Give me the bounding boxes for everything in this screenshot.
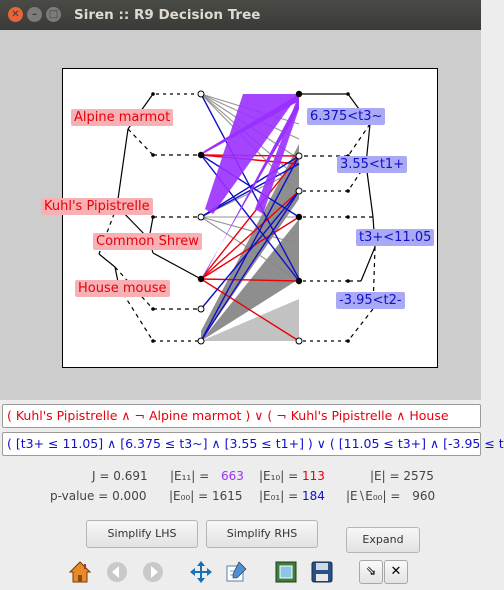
window-title: Siren :: R9 Decision Tree [74,7,261,23]
window-minimize-button[interactable]: – [27,7,42,22]
rhs-label-t2-minus[interactable]: -3.95<t2- [336,292,405,309]
e01-stat: |E₀₁| = 184 [259,489,325,503]
rhs-label-t3-plus[interactable]: t3+<11.05 [356,229,435,246]
rhs-label-t1-plus[interactable]: 3.55<t1+ [337,156,408,173]
rhs-label-t3-tilde[interactable]: 6.375<t3~ [307,108,386,125]
e-stat: |E| = 2575 [370,469,434,483]
close-icon: ✕ [390,564,402,579]
forward-icon[interactable] [141,560,165,584]
ediff-stat: |E∖E₀₀| = 960 [346,489,436,503]
close-panel-button[interactable]: ✕ [384,560,408,584]
tree-nodes [151,90,350,345]
pvalue-stat: p-value = 0.000 [50,489,147,503]
resize-button[interactable]: ⇘ [359,560,383,584]
lhs-label-kuhls-pipistrelle[interactable]: Kuhl's Pipistrelle [41,198,153,215]
e00-stat: |E₀₀| = 1615 [169,489,243,503]
j-stat: J = 0.691 [92,469,148,483]
rhs-query-text: ( [t3+ ≤ 11.05] ∧ [6.375 ≤ t3~] ∧ [3.55 … [7,436,504,451]
back-icon[interactable] [105,560,129,584]
edit-icon[interactable] [224,560,248,584]
fit-icon[interactable] [274,560,298,584]
decision-tree-canvas[interactable]: Alpine marmot Kuhl's Pipistrelle Common … [41,68,438,368]
title-bar: ✕ – □ Siren :: R9 Decision Tree [0,0,481,30]
home-icon[interactable] [68,560,92,584]
lhs-label-alpine-marmot[interactable]: Alpine marmot [71,109,174,126]
lhs-tree-lines [98,93,202,342]
rhs-query-field[interactable]: ( [t3+ ≤ 11.05] ∧ [6.375 ≤ t3~] ∧ [3.55 … [2,432,504,456]
lhs-label-house-mouse[interactable]: House mouse [75,280,170,297]
expand-button[interactable]: Expand [346,527,420,553]
window-close-button[interactable]: ✕ [8,7,23,22]
simplify-rhs-button[interactable]: Simplify RHS [206,520,318,548]
both-flow-band-3 [205,94,299,214]
e11-stat: |E₁₁| = 663 [170,469,244,483]
decision-tree-diagram [98,90,376,345]
simplify-lhs-button[interactable]: Simplify LHS [86,520,198,548]
lhs-query-field[interactable]: ( Kuhl's Pipistrelle ∧ ¬ Alpine marmot )… [2,404,481,428]
neither-flow-band [201,144,299,341]
lhs-label-common-shrew[interactable]: Common Shrew [93,233,202,250]
save-icon[interactable] [310,560,334,584]
neither-flow-band-bottom [201,299,299,341]
move-icon[interactable] [189,560,213,584]
both-flow-band-4 [255,94,299,214]
window-maximize-button[interactable]: □ [46,7,61,22]
e10-stat: |E₁₀| = 113 [259,469,325,483]
resize-icon: ⇘ [365,564,377,579]
lhs-query-text: ( Kuhl's Pipistrelle ∧ ¬ Alpine marmot )… [7,408,449,423]
